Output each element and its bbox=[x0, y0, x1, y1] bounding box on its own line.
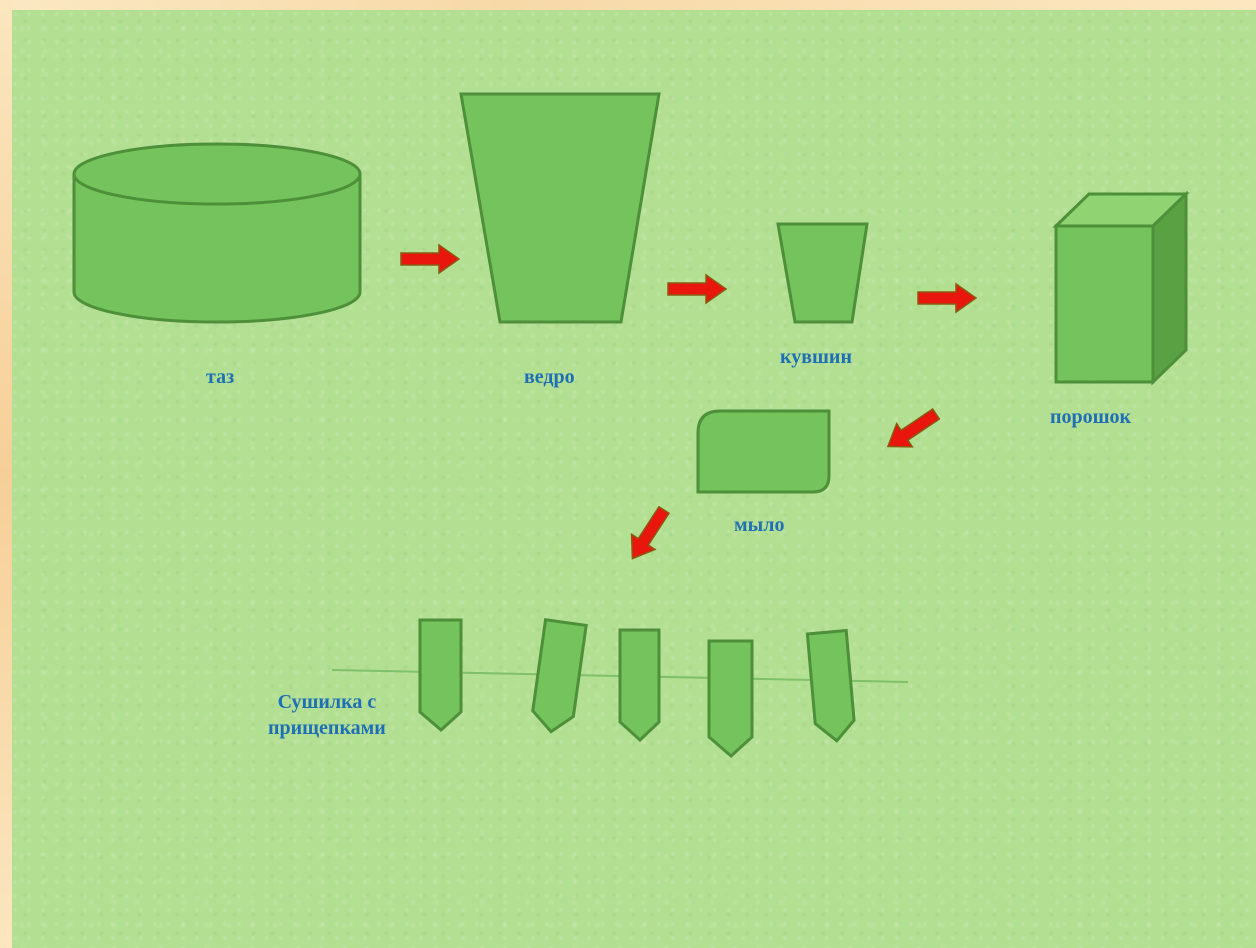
label-basin: таз bbox=[206, 366, 235, 388]
frame-top-border bbox=[0, 0, 1256, 10]
label-powder: порошок bbox=[1050, 406, 1132, 428]
label-dryer: Сушилка с прищепками bbox=[268, 691, 386, 739]
basin-shape bbox=[72, 142, 362, 324]
label-bucket: ведро bbox=[524, 366, 575, 388]
right-arrow-icon bbox=[917, 283, 977, 313]
clothespin-5 bbox=[805, 628, 856, 743]
powder-box-shape bbox=[1052, 190, 1190, 386]
jug-shape bbox=[776, 222, 869, 324]
soap-shape bbox=[696, 409, 831, 494]
clothespin-2 bbox=[531, 618, 588, 734]
label-jug: кувшин bbox=[780, 346, 852, 368]
clothespin-3 bbox=[618, 628, 661, 743]
frame-left-border bbox=[0, 0, 12, 948]
label-soap: мыло bbox=[734, 514, 785, 536]
clothespin-1 bbox=[418, 618, 463, 732]
down-left-arrow-icon bbox=[619, 501, 677, 568]
down-left-arrow-icon bbox=[879, 401, 945, 459]
right-arrow-icon bbox=[667, 274, 727, 304]
clothespin-4 bbox=[707, 639, 754, 759]
right-arrow-icon bbox=[400, 244, 460, 274]
bucket-shape bbox=[459, 92, 661, 324]
